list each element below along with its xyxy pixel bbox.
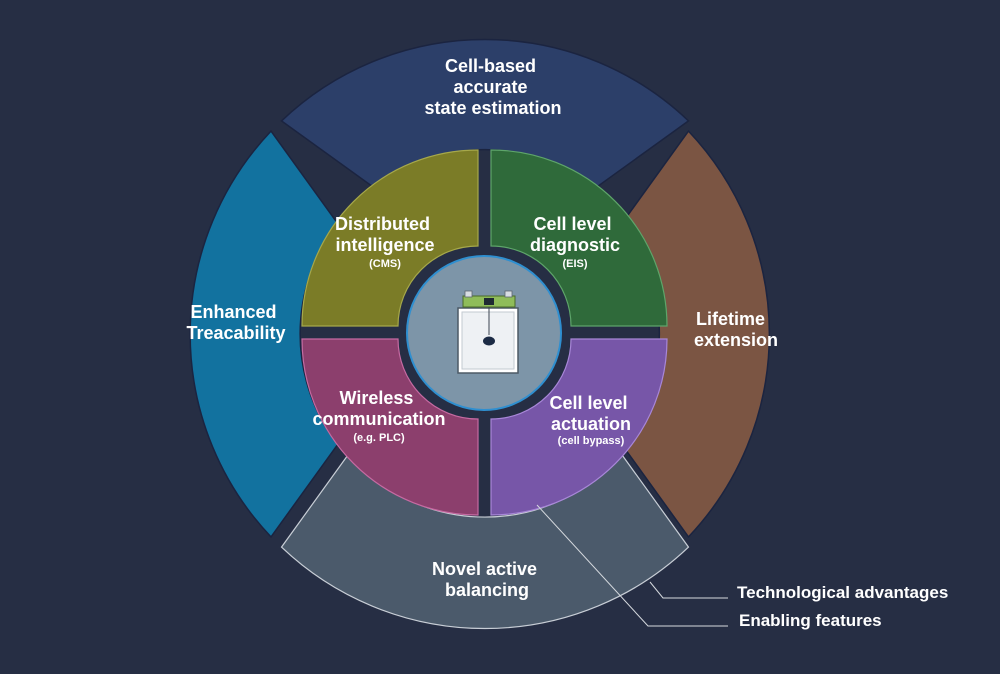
inner-sub-bottom-right: (cell bypass)	[558, 435, 625, 447]
legend-enabling-features: Enabling features	[739, 611, 882, 630]
inner-segment-bottom-left	[301, 338, 479, 516]
outer-segment-bottom	[280, 453, 690, 630]
inner-sub-top-right: (EIS)	[562, 258, 587, 270]
outer-label-right: Lifetime extension	[694, 309, 778, 350]
outer-label-top: Cell-based accurate state estimation	[424, 56, 561, 118]
inner-label-top-right: Cell level diagnostic	[530, 214, 620, 255]
outer-label-left: Enhanced Treacability	[186, 302, 285, 343]
leader-line-outer	[649, 581, 728, 599]
inner-label-bottom-left: Wireless communication	[312, 388, 445, 429]
leader-line-inner	[536, 504, 728, 627]
inner-segment-bottom-right	[490, 338, 668, 516]
inner-segment-top-right	[490, 149, 668, 327]
inner-sub-bottom-left: (e.g. PLC)	[353, 432, 405, 444]
inner-sub-top-left: (CMS)	[369, 258, 401, 270]
inner-label-bottom-right: Cell level actuation	[549, 393, 632, 434]
battery-cell-icon	[457, 290, 519, 374]
legend-technological-advantages: Technological advantages	[737, 583, 948, 602]
outer-label-bottom: Novel active balancing	[432, 559, 542, 600]
inner-segment-top-left	[301, 149, 479, 327]
inner-label-top-left: Distributed intelligence	[335, 214, 435, 255]
outer-segment-left	[189, 129, 339, 539]
